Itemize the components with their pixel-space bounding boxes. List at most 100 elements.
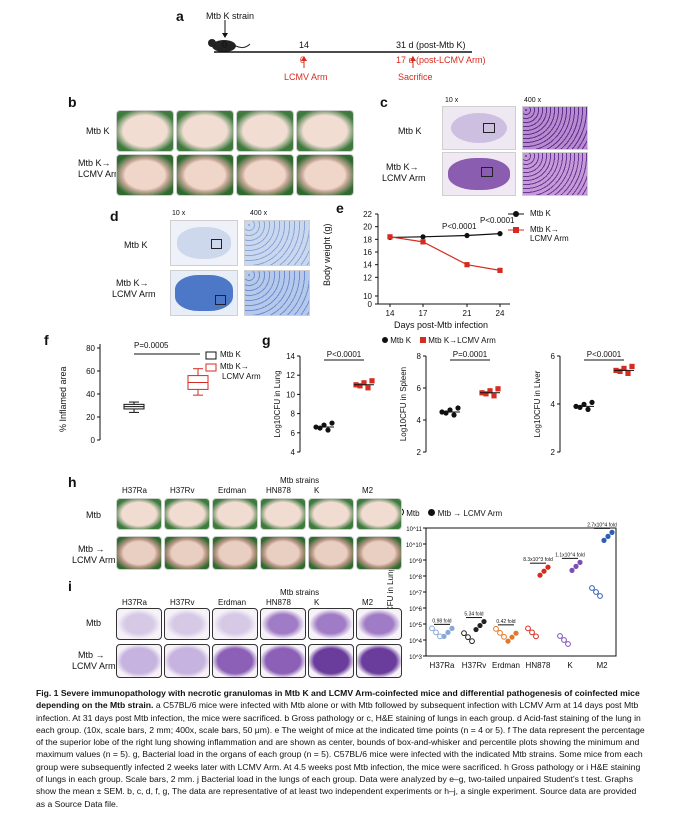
strain-label-i: H37Ra [122, 598, 147, 607]
j-xtick-label: H37Rv [462, 661, 486, 670]
row-label-coinf-i-2: LCMV Arm [72, 661, 116, 671]
g-point-coinf [365, 385, 371, 391]
timeline-day31: 31 d (post-Mtb K) [396, 40, 466, 50]
g-ytick-label: 12 [286, 371, 295, 380]
g-point-mtbk [455, 405, 461, 411]
f-ytick-label: 0 [91, 436, 96, 445]
g-ytick-label: 6 [551, 352, 556, 361]
chart-f-pval: P=0.0005 [134, 341, 169, 350]
he-lung-coinf [164, 644, 210, 678]
j-point-coinf [473, 626, 479, 633]
strain-label-i: M2 [362, 598, 374, 607]
e-ytick-label: 16 [363, 248, 372, 257]
he-lung-mtb [116, 608, 162, 640]
chart-j-legend-2: Mtb → LCMV Arm [437, 509, 503, 518]
row-label-coinf-h-2: LCMV Arm [72, 555, 116, 565]
g-pval: P<0.0001 [587, 350, 622, 359]
panel-label-a: a [176, 8, 184, 24]
gross-lung-mtbk-1 [116, 110, 174, 152]
gross-lung-mtb [212, 498, 258, 530]
e-ytick-label: 0 [368, 300, 373, 309]
j-point-coinf [573, 563, 579, 569]
j-point-mtb [593, 589, 599, 595]
f-legend-box-1 [205, 351, 217, 360]
row-label-coinf-i: Mtb → [78, 650, 105, 660]
e-point-mtbk [420, 234, 426, 240]
mag-10x-d: 10 x [172, 210, 186, 217]
g-point-mtbk [585, 406, 591, 412]
panel-label-h: h [68, 474, 77, 490]
e-series-line [389, 233, 501, 239]
chart-j: 10^1110^1010^910^810^710^610^510^410^3H3… [406, 522, 617, 670]
g-point-coinf [483, 391, 489, 397]
strain-label-i: K [314, 598, 320, 607]
chart-f-legend-2: Mtb K→ [220, 362, 249, 371]
f-ytick-label: 20 [86, 413, 95, 422]
row-label-coinf-c: Mtb K→ [386, 162, 419, 172]
j-point-coinf [569, 567, 575, 573]
g-pval: P=0.0001 [453, 350, 488, 359]
g-ytick-label: 2 [417, 448, 422, 457]
chart-e-ylabel: Body weight (g) [322, 223, 332, 286]
j-point-coinf [505, 638, 511, 644]
chart-e-legend-2: Mtb K→ [530, 225, 559, 234]
j-point-mtb [469, 638, 475, 645]
caption-title: Fig. 1 Severe immunopathology with necro… [36, 688, 640, 711]
g-point-mtbk [329, 420, 335, 426]
strain-label-i: HN878 [266, 598, 291, 607]
g-point-mtbk [451, 412, 457, 418]
strain-label-h: H37Rv [170, 486, 195, 495]
chart-f-legend-1: Mtb K [220, 350, 241, 359]
g-point-mtbk [325, 427, 331, 433]
j-ytick-label: 10^4 [409, 639, 422, 645]
chart-e-legend-1: Mtb K [530, 209, 551, 218]
j-point-mtb [461, 630, 467, 637]
gross-lung-mtbk-2 [176, 110, 234, 152]
f-legend-box-2 [205, 363, 217, 372]
he-lung-coinf [260, 644, 306, 678]
chart-j-legend: Mtb Mtb → LCMV Arm [396, 508, 502, 518]
j-point-coinf [601, 537, 607, 543]
lcmv-arm-label: LCMV Arm [284, 72, 328, 82]
row-label-coinf-d: Mtb K→ [116, 278, 149, 288]
row-label-coinf-2: LCMV Arm [78, 169, 122, 179]
j-ytick-label: 10^3 [409, 655, 422, 661]
panel-label-f: f [44, 332, 49, 348]
gross-lung-mtbk-4 [296, 110, 354, 152]
gross-lung-coinf-3 [236, 154, 294, 196]
j-point-coinf [545, 564, 551, 570]
g-point-coinf [617, 368, 623, 374]
row-label-mtb-i: Mtb [86, 618, 102, 628]
j-fold-label: 0.98 fold [432, 618, 451, 624]
j-point-mtb [565, 641, 571, 647]
he-400x-coinf [522, 152, 588, 196]
strain-label-h: K [314, 486, 320, 495]
af-400x-coinf [244, 270, 310, 316]
chart-g-legend: Mtb K Mtb K→LCMV Arm [382, 336, 496, 345]
e-ytick-label: 14 [363, 261, 372, 270]
g-point-coinf [625, 370, 631, 376]
j-ytick-label: 10^7 [409, 591, 422, 597]
j-point-mtb [557, 633, 563, 639]
gross-lung-mtb [260, 498, 306, 530]
e-ytick-label: 12 [363, 273, 372, 282]
g-point-coinf [361, 380, 367, 386]
row-label-mtbk-c: Mtb K [398, 126, 422, 136]
gross-lung-coinf [164, 536, 210, 570]
he-lung-coinf [116, 644, 162, 678]
j-point-mtb [465, 634, 471, 641]
he-400x-mtbk [522, 106, 588, 150]
j-xtick-label: H37Ra [430, 661, 455, 670]
mag-400x-c: 400 x [524, 97, 542, 104]
gross-lung-coinf-4 [296, 154, 354, 196]
gross-lung-mtb [308, 498, 354, 530]
j-point-mtb [493, 625, 499, 632]
e-point-coinf [387, 234, 393, 240]
g-ylabel: Log10CFU in Spleen [399, 367, 408, 441]
he-lung-mtb [212, 608, 258, 640]
he-lung-coinf [442, 152, 516, 196]
row-label-coinf-c-2: LCMV Arm [382, 173, 426, 183]
j-point-mtb [597, 593, 603, 599]
